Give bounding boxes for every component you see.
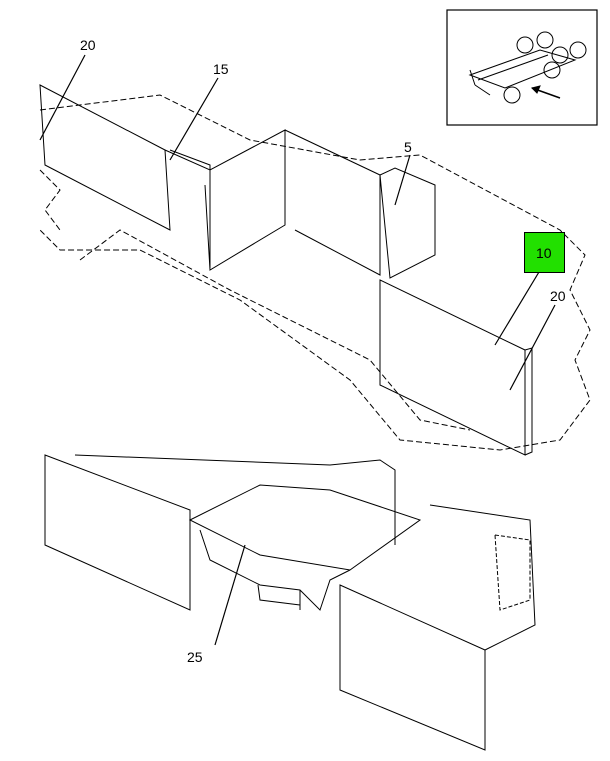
- lower-assembly: [44, 454, 536, 751]
- callout-10[interactable]: 10: [536, 245, 552, 261]
- locator-inset: [446, 9, 598, 126]
- highlight-box-10[interactable]: [524, 232, 565, 273]
- callout-25[interactable]: 25: [187, 649, 203, 665]
- callout-5[interactable]: 5: [404, 139, 412, 155]
- leader-lines: [39, 54, 556, 646]
- side-panels: [39, 84, 533, 456]
- floor-outline: [39, 94, 591, 451]
- callout-20-right[interactable]: 20: [550, 288, 566, 304]
- callout-15[interactable]: 15: [213, 61, 229, 77]
- callout-20-upper-left[interactable]: 20: [80, 37, 96, 53]
